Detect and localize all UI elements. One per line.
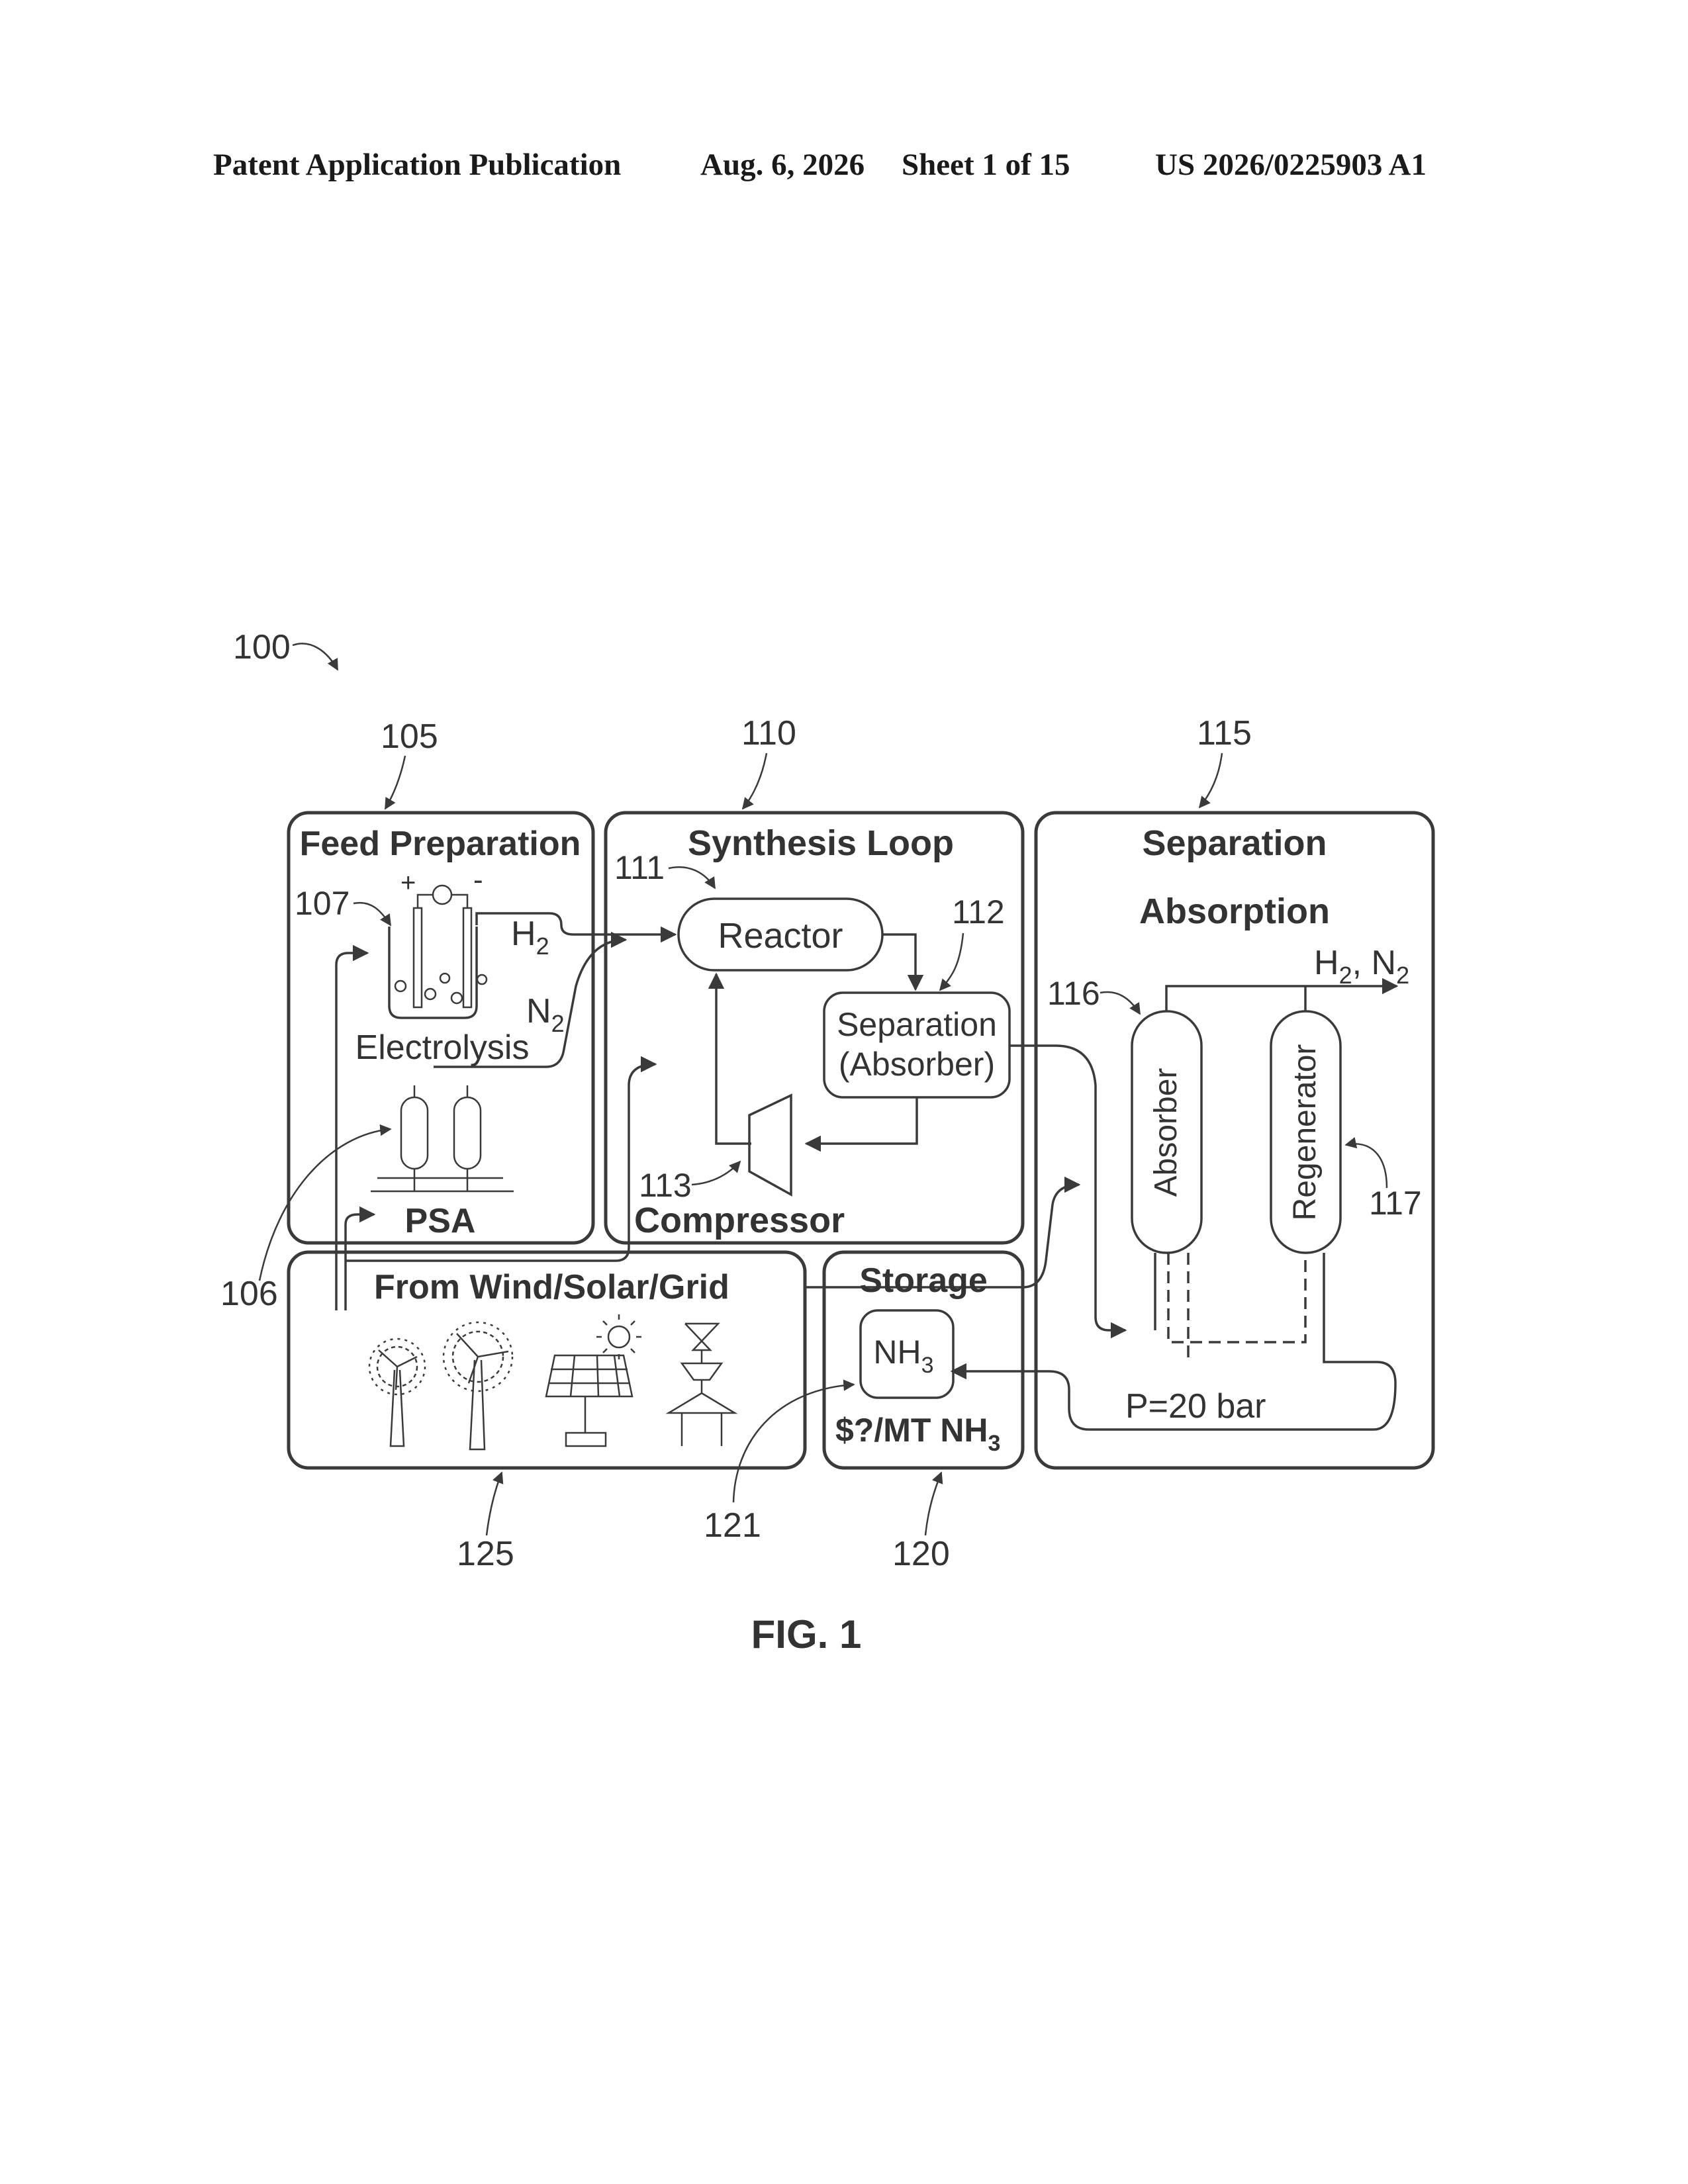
electrolysis-h2-label: H2 — [511, 915, 549, 960]
outlet-label: H2, N2 — [1314, 944, 1409, 989]
absorber-ref-arrow — [1100, 992, 1140, 1014]
outlet-n2-symbol: N — [1372, 944, 1397, 982]
cathode-minus: - — [473, 864, 483, 896]
regenerator-label: Regenerator — [1288, 1044, 1323, 1221]
pressure-label: P=20 bar — [1125, 1387, 1266, 1426]
reactor-label: Reactor — [718, 916, 843, 956]
separation-ref: 115 — [1197, 714, 1252, 752]
n2-symbol: N — [526, 992, 551, 1030]
system-ref: 100 — [233, 628, 291, 666]
feed-title: Feed Preparation — [300, 825, 581, 863]
electrolysis-ref-arrow — [353, 903, 391, 925]
compressor-ref: 113 — [639, 1167, 692, 1204]
power-to-psa-line — [346, 1214, 374, 1310]
tank-symbol: NH — [873, 1334, 921, 1371]
regenerator-ref-arrow — [1346, 1144, 1387, 1188]
storage-ref-arrow — [925, 1473, 941, 1535]
compressor-to-reactor-line — [716, 974, 751, 1144]
separation-unit-ref: 112 — [952, 893, 1005, 931]
regenerator-ref: 117 — [1369, 1185, 1422, 1222]
power-ref-arrow — [487, 1473, 502, 1535]
h2-subscript: 2 — [536, 933, 549, 960]
tank-label: NH3 — [873, 1334, 933, 1378]
reactor-ref-arrow — [669, 867, 715, 888]
outlet-h2-subscript: 2 — [1339, 962, 1352, 989]
power-ref: 125 — [457, 1535, 514, 1573]
separation-unit-line2: (Absorber) — [839, 1046, 995, 1083]
n2-subscript: 2 — [551, 1010, 565, 1037]
price-text: $?/MT NH — [835, 1412, 988, 1449]
compressor-label: Compressor — [634, 1201, 845, 1240]
outlet-n2-subscript: 2 — [1396, 962, 1409, 989]
reactor-ref: 111 — [614, 849, 665, 886]
power-title: From Wind/Solar/Grid — [374, 1268, 729, 1306]
psa-ref: 106 — [220, 1275, 278, 1313]
compressor-icon — [749, 1095, 791, 1195]
compressor-ref-arrow — [692, 1161, 740, 1185]
separation-title-line1: Separation — [1142, 823, 1327, 863]
outlet-h2-symbol: H — [1314, 944, 1339, 982]
feed-ref: 105 — [381, 717, 438, 756]
separation-ref-arrow — [1199, 753, 1222, 807]
separation-title-line2: Absorption — [1139, 891, 1330, 931]
absorber-ref: 116 — [1047, 975, 1100, 1012]
synthesis-ref: 110 — [741, 714, 796, 752]
electrolysis-label: Electrolysis — [355, 1028, 530, 1067]
storage-ref: 120 — [892, 1535, 950, 1573]
power-to-electrolysis-line — [336, 953, 367, 1310]
storage-title: Storage — [859, 1261, 988, 1300]
electrolysis-ref: 107 — [295, 885, 350, 922]
anode-plus: + — [400, 868, 416, 897]
power-tower-icon — [669, 1324, 735, 1446]
synthesis-title: Synthesis Loop — [688, 823, 954, 863]
solar-panel-icon — [546, 1314, 641, 1446]
wind-turbine-icon — [369, 1339, 425, 1446]
price-label: $?/MT NH3 — [835, 1412, 1000, 1456]
system-ref-arrow — [293, 643, 338, 670]
synthesis-ref-arrow — [743, 753, 767, 809]
gas-outlet-line — [1166, 986, 1397, 1011]
outlet-separator: , — [1352, 944, 1372, 982]
h2-feed-line — [477, 913, 675, 934]
figure-caption: FIG. 1 — [751, 1612, 862, 1657]
tank-subscript: 3 — [921, 1353, 934, 1378]
h2-symbol: H — [511, 915, 536, 953]
reactor-to-separation-line — [882, 934, 915, 989]
storage-line-ref: 121 — [704, 1506, 761, 1545]
separation-unit-ref-arrow — [940, 933, 963, 990]
separation-to-compressor-line — [806, 1097, 917, 1144]
wind-turbine-icon — [444, 1322, 512, 1449]
separation-unit-line1: Separation — [837, 1006, 997, 1043]
feed-ref-arrow — [385, 756, 405, 809]
absorber-label: Absorber — [1149, 1068, 1184, 1197]
psa-columns-icon — [371, 1085, 514, 1191]
electrolysis-n2-label: N2 — [526, 992, 565, 1037]
price-subscript: 3 — [988, 1431, 1001, 1456]
psa-ref-arrow — [259, 1129, 391, 1281]
psa-label: PSA — [405, 1202, 476, 1240]
electrolyzer-icon — [389, 886, 487, 1018]
